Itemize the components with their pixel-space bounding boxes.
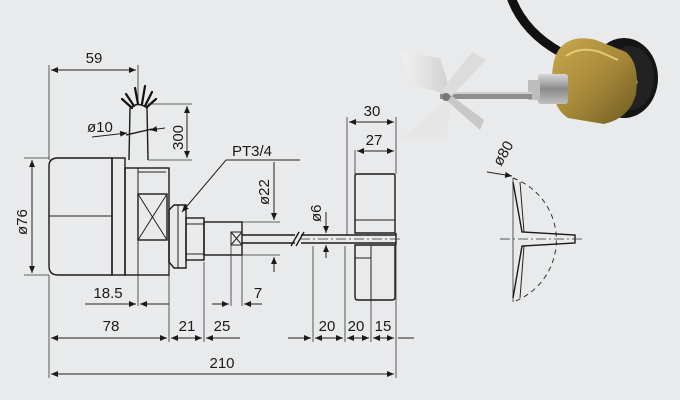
label-18-5: 18.5 xyxy=(93,285,122,302)
label-paddle-sweep: ø80 xyxy=(490,138,518,169)
label-78: 78 xyxy=(103,318,120,335)
label-body-dia: ø22 xyxy=(256,179,273,205)
label-15: 15 xyxy=(375,318,392,335)
label-30: 30 xyxy=(364,103,381,120)
label-210: 210 xyxy=(209,355,234,372)
label-59: 59 xyxy=(86,50,103,67)
label-cable-dia: ø10 xyxy=(87,119,113,136)
label-thread: PT3/4 xyxy=(232,143,272,160)
paddle-end-view: ø80 xyxy=(486,138,585,303)
label-20b: 20 xyxy=(348,318,365,335)
shaft xyxy=(242,231,400,247)
label-25: 25 xyxy=(214,318,231,335)
dim-paddle-width: 30 27 xyxy=(346,103,397,236)
product-photo xyxy=(400,0,658,140)
dim-cable-length: 300 xyxy=(148,103,192,161)
housing xyxy=(48,157,170,276)
label-housing-dia: ø76 xyxy=(14,209,31,235)
dim-shaft-dia: ø6 xyxy=(308,204,329,258)
dim-housing-dia: ø76 xyxy=(14,157,49,276)
dim-bottom-chain: 18.5 7 78 21 25 20 20 15 210 xyxy=(48,240,414,378)
dim-cable-dia: ø10 xyxy=(87,119,166,138)
label-7: 7 xyxy=(254,285,262,302)
dim-body-dia: ø22 xyxy=(242,162,280,272)
label-shaft-dia: ø6 xyxy=(308,204,325,222)
cable xyxy=(120,84,158,161)
callout-thread: PT3/4 xyxy=(181,143,300,213)
dim-top-width: 59 xyxy=(48,50,139,160)
label-27: 27 xyxy=(366,132,383,149)
label-21: 21 xyxy=(179,318,196,335)
label-20a: 20 xyxy=(319,318,336,335)
label-300: 300 xyxy=(170,125,187,150)
paddle-side-view xyxy=(354,173,396,301)
